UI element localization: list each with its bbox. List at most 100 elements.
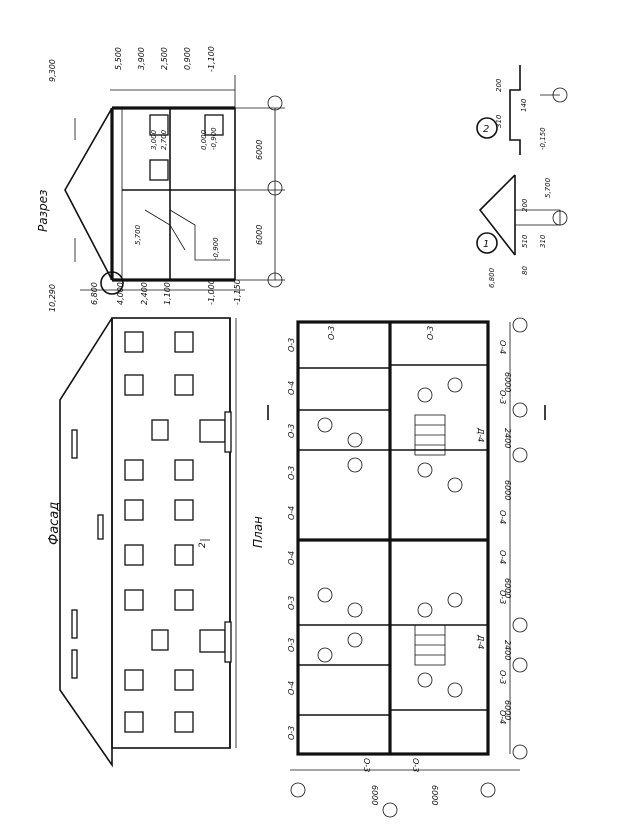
level-inner: 3,000 — [150, 129, 158, 150]
plan-dim: 6000 — [370, 785, 379, 805]
facade-window — [124, 544, 144, 566]
room-mark — [447, 592, 463, 608]
detail-dim: 200 — [495, 78, 503, 92]
plan-left-label: О-3 — [287, 424, 296, 438]
plan-left-label: О-3 — [287, 466, 296, 480]
facade-title: Фасад — [47, 502, 62, 545]
facade-window — [151, 419, 169, 441]
level-top: 2,500 — [160, 47, 169, 70]
plan-left-label: О-3 — [287, 596, 296, 610]
axis-marker — [512, 317, 528, 333]
axis-marker — [512, 657, 528, 673]
level-top: 0,900 — [183, 47, 192, 70]
axis-marker — [512, 402, 528, 418]
detail-dim: 140 — [520, 98, 528, 112]
room-mark — [447, 477, 463, 493]
facade-window — [174, 331, 194, 353]
facade-window — [174, 374, 194, 396]
plan-right-label: О-3 — [498, 390, 507, 404]
plan-title: План — [251, 516, 265, 548]
level-top: 3,900 — [137, 47, 146, 70]
room-mark — [417, 672, 433, 688]
detail-level: -0,150 — [539, 127, 547, 150]
facade-window — [124, 669, 144, 691]
porch — [224, 411, 232, 453]
plan-top-label: О-3 — [327, 326, 336, 340]
room-mark — [317, 647, 333, 663]
plan-right-label: О-3 — [498, 590, 507, 604]
plan-left-label: О-4 — [287, 381, 296, 395]
span-dim: 6000 — [255, 140, 264, 160]
axis-marker — [267, 272, 283, 288]
room-mark — [417, 462, 433, 478]
plan-left-label: О-3 — [287, 338, 296, 352]
room-mark — [317, 587, 333, 603]
section-view: Разрез 9,300 5,500 3,900 2,500 0,900 -1,… — [36, 46, 285, 312]
facade-window — [174, 711, 194, 733]
plan-right-label: О-3 — [498, 670, 507, 684]
level-top: 5,500 — [114, 47, 123, 70]
axis-marker — [267, 95, 283, 111]
detail-level: 6,800 — [488, 267, 496, 288]
detail-1: 1 5,700 6,800 200 510 310 80 — [476, 174, 568, 288]
span-dim: 6000 — [255, 225, 264, 245]
level-bottom: -1,150 — [233, 279, 242, 305]
facade-window — [124, 589, 144, 611]
plan-right-label: Д-4 — [476, 427, 485, 442]
room-mark — [317, 417, 333, 433]
detail-dim: 310 — [539, 234, 547, 248]
chimney — [97, 514, 104, 540]
level-inner: -0,900 — [210, 127, 218, 150]
facade-window — [124, 499, 144, 521]
level-bottom: -1,000 — [207, 279, 216, 305]
plan-right-label: О-4 — [498, 510, 507, 524]
facade-view: Фасад — [47, 317, 237, 768]
chimney — [71, 609, 78, 639]
room-mark — [417, 387, 433, 403]
plan-right-label: О-4 — [498, 550, 507, 564]
plan-dim: 6000 — [430, 785, 439, 805]
plan-dim: 6000 — [503, 578, 512, 598]
axis-marker — [382, 802, 398, 818]
axis-marker — [552, 87, 568, 103]
facade-window — [174, 589, 194, 611]
axis-marker — [512, 744, 528, 760]
detail-marker-label: 1 — [483, 239, 489, 250]
plan-outer-wall — [296, 320, 490, 756]
level-inner: 0,000 — [200, 129, 208, 150]
plan-dim: 2400 — [503, 428, 512, 448]
room-mark — [417, 602, 433, 618]
section-roof — [64, 107, 113, 281]
detail-2: 2 200 140 310 -0,150 — [476, 65, 568, 155]
plan-dim: 6000 — [503, 700, 512, 720]
room-mark — [347, 432, 363, 448]
detail-dim: 310 — [495, 114, 503, 128]
level-top: -1,100 — [207, 46, 216, 72]
facade-window — [124, 331, 144, 353]
detail-marker-label: 2 — [483, 124, 489, 135]
room-mark — [347, 457, 363, 473]
plan-left-label: О-4 — [287, 681, 296, 695]
detail-dim: 200 — [521, 198, 529, 212]
facade-window — [124, 459, 144, 481]
stair — [414, 624, 446, 666]
facade-window — [174, 669, 194, 691]
plan-right-label: Д-4 — [476, 634, 485, 649]
plan-dim: 6000 — [503, 480, 512, 500]
detail-dim: 510 — [521, 234, 529, 248]
room-mark — [447, 682, 463, 698]
level-eave: 10,290 — [48, 284, 57, 312]
detail-marker-circle — [476, 232, 498, 254]
plan-left-label: О-3 — [287, 638, 296, 652]
axis-marker — [267, 180, 283, 196]
facade-window — [174, 499, 194, 521]
plan-bottom-label: О-3 — [411, 758, 420, 772]
room-mark — [347, 602, 363, 618]
stair — [414, 414, 446, 456]
facade-window — [124, 711, 144, 733]
level-ridge: 9,300 — [48, 59, 57, 82]
level-inner: 2,700 — [160, 129, 168, 150]
level-bottom: 1,100 — [163, 282, 172, 305]
level-inner: 5,700 — [134, 224, 142, 245]
axis-marker — [480, 782, 496, 798]
